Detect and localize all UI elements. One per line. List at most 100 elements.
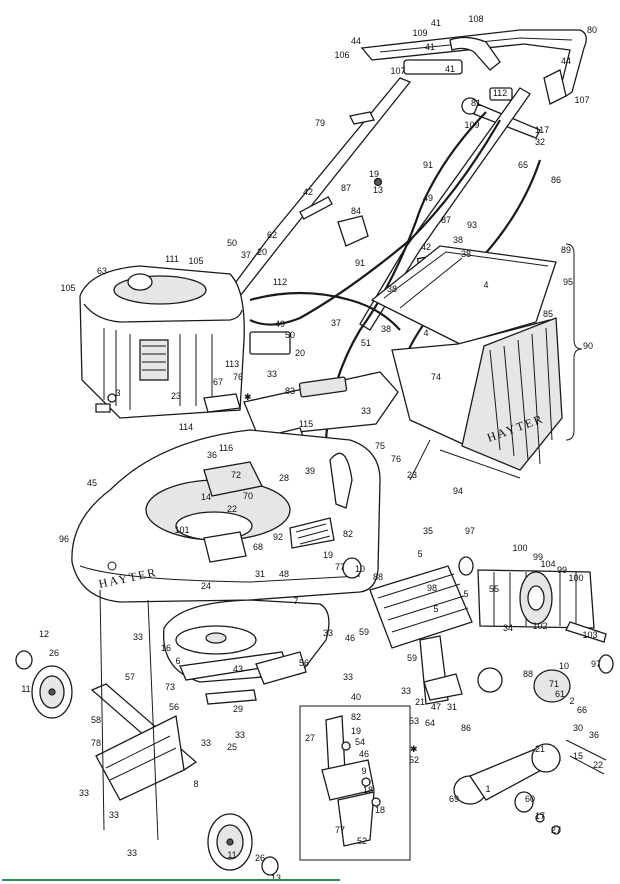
callout-63: 63 [97,266,107,276]
callout-93: 93 [467,220,477,230]
callout-29: 29 [233,704,243,714]
callout-36: 36 [207,450,217,460]
callout-52: 52 [409,755,419,765]
callout-107: 107 [390,66,405,76]
callout-84: 84 [351,206,361,216]
callout-50: 50 [285,330,295,340]
callout-40: 40 [351,692,361,702]
callout-77: 77 [335,825,345,835]
callout-94: 94 [453,486,463,496]
callout-45: 45 [87,478,97,488]
inset-detail [299,705,411,861]
callout-109: 109 [464,120,479,130]
rear-roller [369,565,473,649]
callout-17: 17 [535,811,545,821]
callout-21: 21 [535,744,545,754]
callout-38: 38 [461,249,471,259]
callout-48: 48 [279,569,289,579]
drive-pulley-upper [477,667,503,693]
callout-2: 2 [569,696,574,706]
callout-19: 19 [351,726,361,736]
callout-92: 92 [273,532,283,542]
callout-4: 4 [483,280,488,290]
callout-85: 85 [543,309,553,319]
star-marker: ✱ [244,392,252,402]
callout-73: 73 [165,682,175,692]
upper-handle-assembly [360,29,587,139]
callout-37: 37 [331,318,341,328]
callout-41: 41 [445,64,455,74]
callout-76: 76 [233,372,243,382]
callout-11: 11 [227,850,236,860]
callout-33: 33 [201,738,211,748]
callout-38: 38 [381,324,391,334]
callout-31: 31 [447,702,457,712]
callout-61: 61 [555,689,565,699]
callout-66: 66 [577,705,587,715]
grass-bag [461,317,563,471]
callout-24: 24 [201,581,211,591]
callout-101: 101 [174,525,189,535]
callout-43: 43 [233,664,243,674]
callout-13: 13 [271,873,281,883]
callout-28: 28 [279,473,289,483]
callout-87: 87 [341,183,351,193]
callout-107: 107 [574,95,589,105]
callout-5: 5 [463,589,468,599]
callout-105: 105 [60,283,75,293]
callout-79: 79 [315,118,325,128]
callout-58: 58 [91,715,101,725]
callout-111: 111 [165,254,179,264]
callout-97: 97 [591,659,601,669]
callout-13: 13 [373,185,383,195]
callout-20: 20 [295,348,305,358]
callout-8: 8 [193,779,198,789]
callout-42: 42 [303,187,313,197]
callout-91: 91 [423,160,433,170]
callout-91: 91 [355,258,365,268]
callout-74: 74 [431,372,441,382]
callout-56: 56 [169,702,179,712]
callout-20: 20 [257,247,267,257]
callout-82: 82 [351,712,361,722]
callout-38: 38 [387,284,397,294]
callout-38: 38 [453,235,463,245]
callout-49: 49 [275,319,285,329]
engine [79,265,291,419]
callout-112: 112 [493,88,507,98]
callout-18: 18 [375,805,385,815]
callout-3: 3 [115,388,120,398]
callout-4: 4 [423,328,428,338]
callout-33: 33 [109,810,119,820]
callout-32: 32 [535,137,545,147]
callout-56: 56 [299,658,309,668]
callout-15: 15 [573,751,583,761]
callout-36: 36 [589,730,599,740]
callout-44: 44 [351,36,361,46]
callout-23: 23 [407,470,417,480]
battery-unit [249,331,291,355]
callout-106: 106 [334,50,349,60]
callout-89: 89 [561,245,571,255]
callout-22: 22 [593,760,603,770]
callout-55: 55 [489,584,499,594]
callout-33: 33 [235,730,245,740]
callout-14: 14 [201,492,211,502]
callout-96: 96 [59,534,69,544]
callout-77: 77 [335,562,345,572]
callout-7: 7 [293,596,298,606]
callout-33: 33 [343,672,353,682]
callout-88: 88 [523,669,533,679]
callout-54: 54 [355,737,365,747]
callout-69: 69 [449,794,459,804]
callout-100: 100 [512,543,527,553]
callout-41: 41 [431,18,441,28]
rear-roller-assembly [342,556,614,674]
callout-105: 105 [188,256,203,266]
callout-112: 112 [273,277,287,287]
callout-30: 30 [573,723,583,733]
front-axle-and-wheels [15,589,279,876]
callout-83: 83 [285,386,295,396]
callout-33: 33 [79,788,89,798]
callout-116: 116 [219,443,233,453]
